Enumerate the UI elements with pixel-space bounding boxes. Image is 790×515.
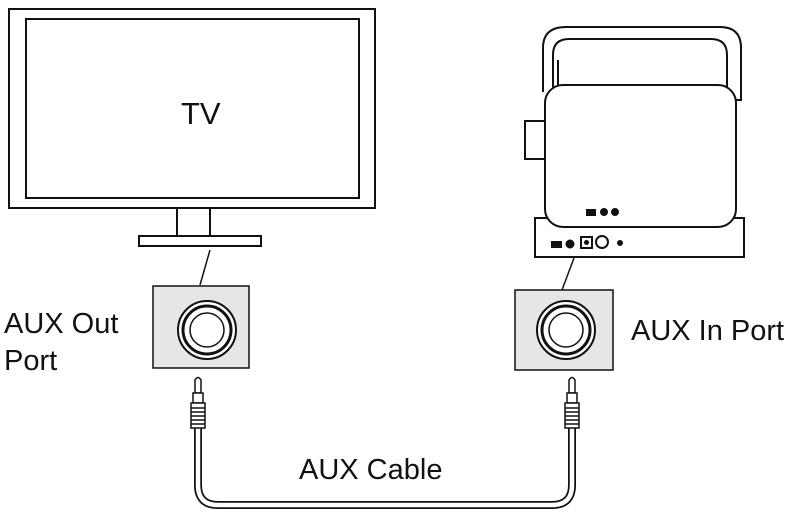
base-aux-port (565, 239, 575, 249)
left-plug-barrel (192, 392, 204, 404)
tv-label: TV (181, 96, 221, 131)
aux-plug-left-icon (190, 376, 206, 429)
aux-out-jack-inner (189, 312, 225, 348)
aux-in-jack-inner (548, 312, 584, 348)
base-led (617, 240, 623, 246)
aux-in-label: AUX In Port (631, 315, 785, 347)
tv-icon (8, 8, 376, 247)
tv-neck (176, 207, 211, 237)
aux-plug-right-icon (564, 376, 580, 429)
speaker-leader-line (561, 257, 575, 291)
right-plug-barrel (566, 392, 578, 404)
aux-in-jack-mid (540, 304, 592, 356)
aux-out-jack-mid (181, 304, 233, 356)
speaker-knob (524, 120, 546, 160)
tv-screen (25, 18, 360, 199)
aux-out-jack-icon (152, 285, 250, 369)
aux-cable-inner (195, 428, 575, 508)
right-plug-tip (568, 376, 576, 394)
speaker-icon (524, 26, 745, 258)
aux-out-label-line2: Port (4, 345, 58, 377)
speaker-body (544, 84, 737, 228)
body-port-1 (600, 208, 608, 216)
base-optical-port-inner (584, 240, 589, 245)
base-usb-port (551, 241, 562, 248)
left-plug-tip (194, 376, 202, 394)
aux-in-jack-icon (514, 289, 614, 371)
tv-bezel (8, 8, 376, 209)
base-power-port (595, 235, 609, 249)
tv-stand (138, 235, 262, 247)
aux-cable-label: AUX Cable (299, 454, 443, 486)
tv-leader-line (199, 249, 211, 286)
aux-out-label-line1: AUX Out (4, 308, 119, 340)
body-usb-port (586, 209, 596, 216)
body-port-2 (611, 208, 619, 216)
